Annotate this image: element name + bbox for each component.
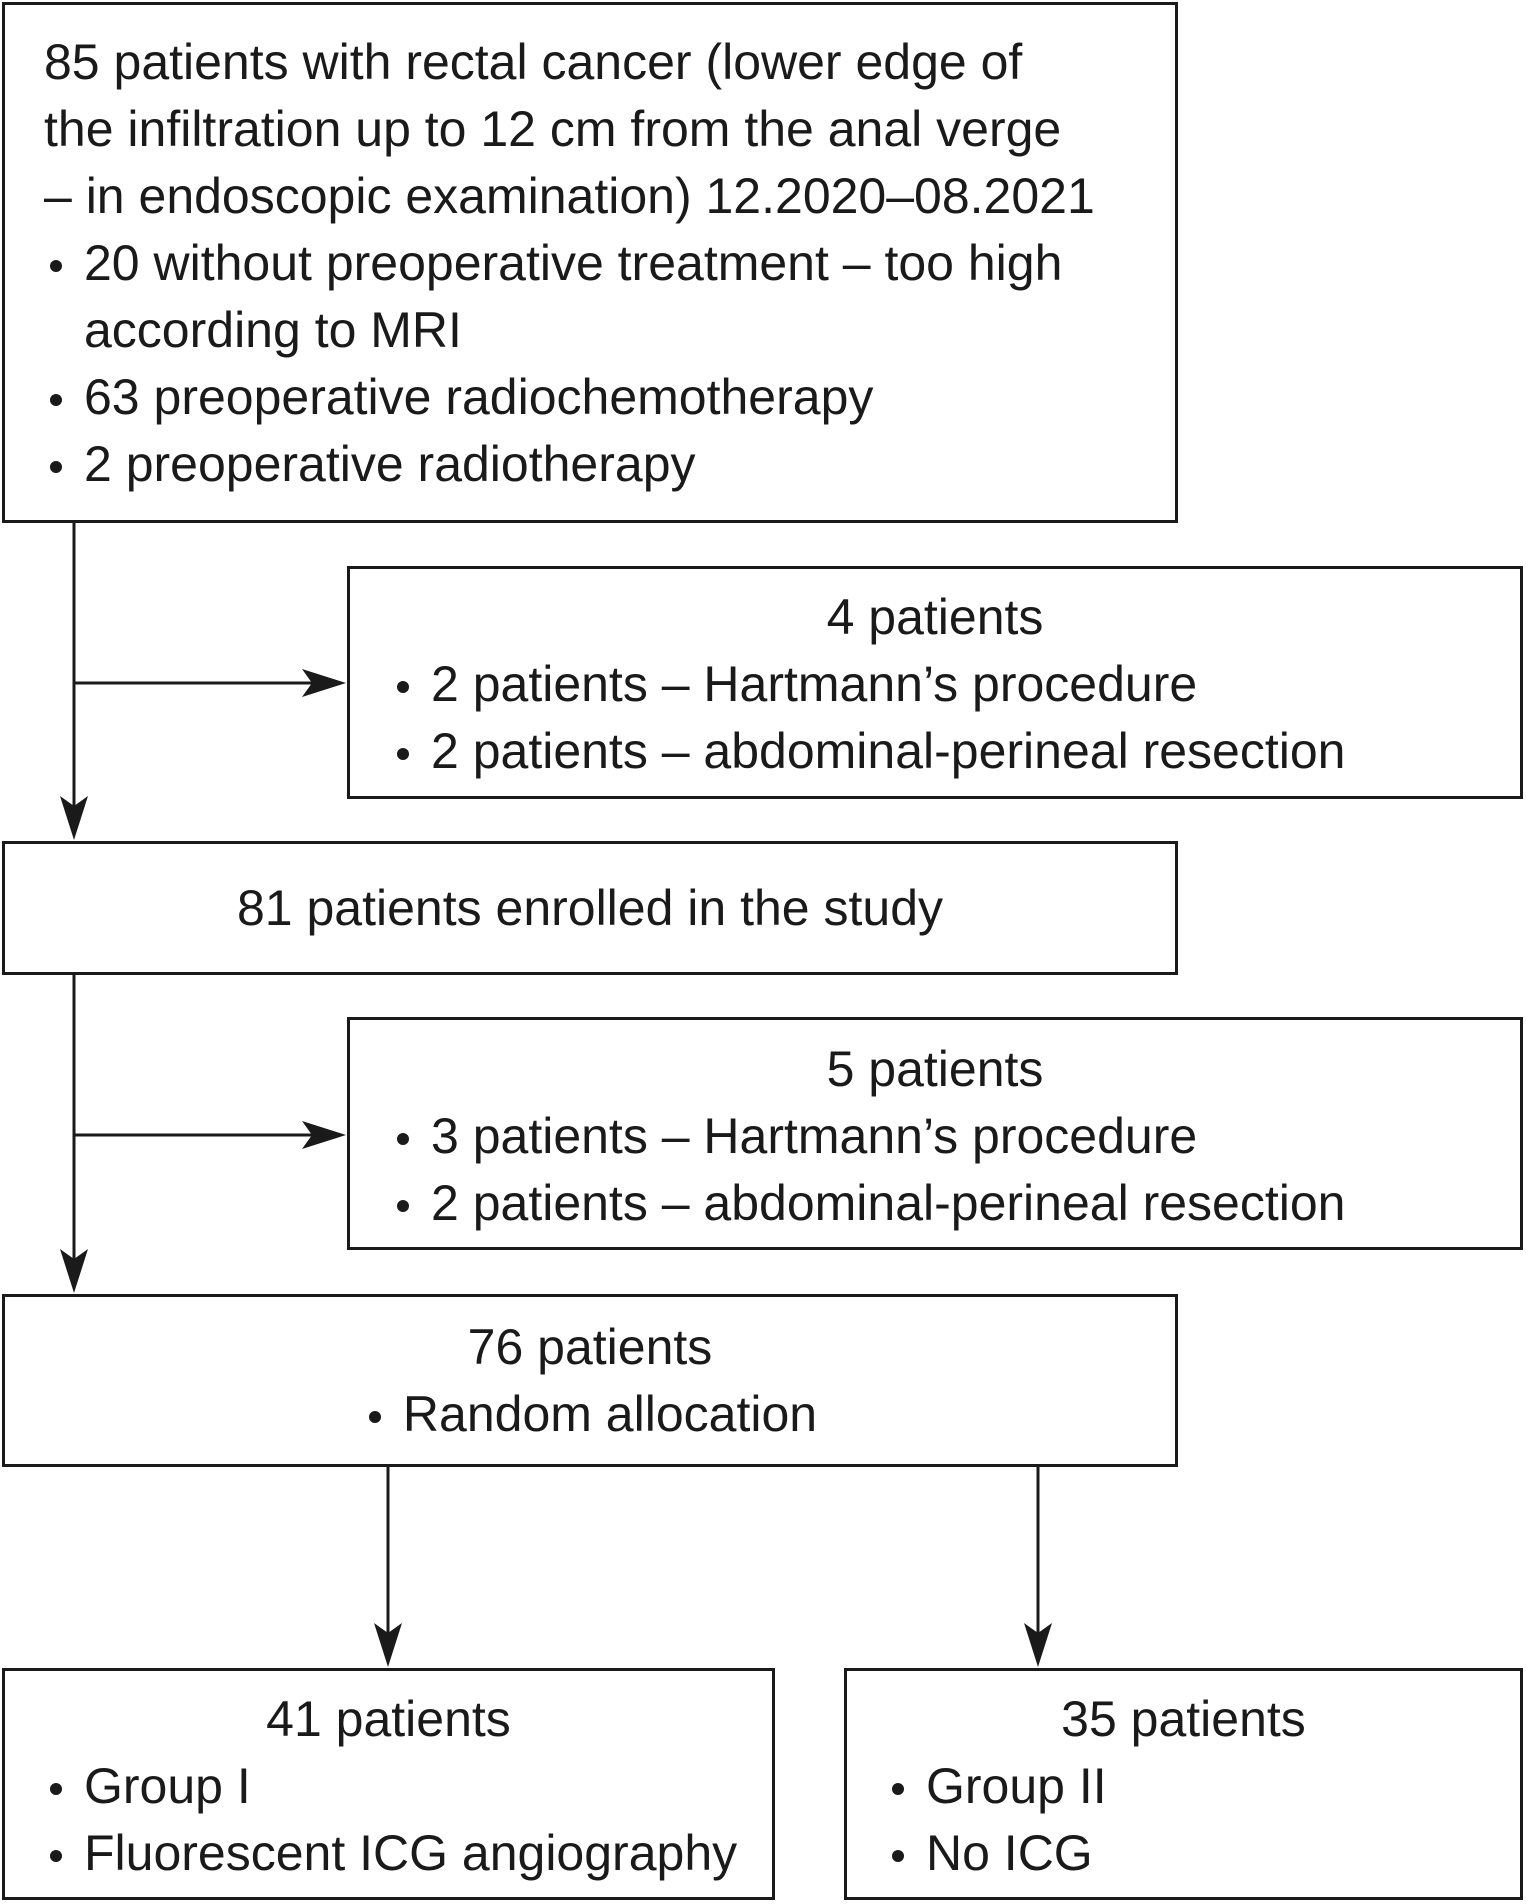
list-item-text: 2 preoperative radiotherapy <box>84 436 696 492</box>
bullet-icon <box>397 1133 409 1145</box>
group-2-box: 35 patients Group II No ICG <box>844 1668 1523 1900</box>
list-item-text: 20 without preoperative treatment – too … <box>84 235 1063 358</box>
bullet-list: Group I Fluorescent ICG angiography <box>5 1753 772 1887</box>
bullet-icon <box>892 1850 904 1862</box>
list-item: Fluorescent ICG angiography <box>44 1820 772 1887</box>
excluded-patients-box-2: 5 patients 3 patients – Hartmann’s proce… <box>347 1017 1523 1250</box>
randomized-patients-box: 76 patients Random allocation <box>2 1294 1178 1467</box>
list-item-text: Random allocation <box>402 1386 818 1442</box>
bullet-list: 2 patients – Hartmann’s procedure 2 pati… <box>350 651 1520 785</box>
box-title: 4 patients <box>826 589 1044 645</box>
enrolled-patients-box: 81 patients enrolled in the study <box>2 841 1178 975</box>
list-item: Random allocation <box>363 1381 817 1448</box>
bullet-list: Group II No ICG <box>847 1753 1520 1887</box>
screened-description-line: the infiltration up to 12 cm from the an… <box>44 101 1062 157</box>
list-item: Group I <box>44 1753 772 1820</box>
arrowhead-down-icon <box>1024 1623 1052 1667</box>
list-item-text: Group I <box>84 1758 251 1814</box>
bullet-list: 3 patients – Hartmann’s procedure 2 pati… <box>350 1103 1520 1237</box>
bullet-icon <box>397 1200 409 1212</box>
arrowhead-down-icon <box>60 1249 88 1293</box>
excluded-patients-box-1: 4 patients 2 patients – Hartmann’s proce… <box>347 566 1523 799</box>
list-item-text: No ICG <box>926 1825 1093 1881</box>
group-1-box: 41 patients Group I Fluorescent ICG angi… <box>2 1668 775 1900</box>
list-item: 2 preoperative radiotherapy <box>44 431 1155 498</box>
screened-description-line: 85 patients with rectal cancer (lower ed… <box>44 34 1023 90</box>
list-item: 63 preoperative radiochemotherapy <box>44 364 1155 431</box>
box-title: 41 patients <box>266 1691 511 1747</box>
list-item: Group II <box>886 1753 1520 1820</box>
list-item: No ICG <box>886 1820 1520 1887</box>
bullet-icon <box>368 1411 381 1423</box>
list-item: 2 patients – abdominal-perineal resectio… <box>391 1170 1520 1237</box>
list-item: 2 patients – abdominal-perineal resectio… <box>391 718 1520 785</box>
bullet-icon <box>50 394 62 406</box>
list-item: 2 patients – Hartmann’s procedure <box>391 651 1520 718</box>
list-item-text: 3 patients – Hartmann’s procedure <box>431 1108 1198 1164</box>
box-title: 5 patients <box>826 1041 1044 1097</box>
bullet-icon <box>50 461 62 473</box>
arrowhead-down-icon <box>374 1623 402 1667</box>
box-title: 76 patients <box>467 1319 713 1375</box>
arrowhead-right-icon <box>302 669 346 697</box>
box-title: 35 patients <box>1061 1691 1306 1747</box>
list-item-text: 63 preoperative radiochemotherapy <box>84 369 874 425</box>
list-item-text: 2 patients – abdominal-perineal resectio… <box>431 723 1346 779</box>
bullet-icon <box>397 748 409 760</box>
list-item: 3 patients – Hartmann’s procedure <box>391 1103 1520 1170</box>
screened-patients-box: 85 patients with rectal cancer (lower ed… <box>2 2 1178 523</box>
bullet-icon <box>50 1783 62 1795</box>
bullet-icon <box>50 260 62 272</box>
bullet-icon <box>397 681 409 693</box>
list-item-text: 2 patients – abdominal-perineal resectio… <box>431 1175 1346 1231</box>
arrowhead-right-icon <box>302 1121 346 1149</box>
list-item-text: 2 patients – Hartmann’s procedure <box>431 656 1198 712</box>
bullet-icon <box>892 1783 904 1795</box>
list-item: 20 without preoperative treatment – too … <box>44 230 1155 364</box>
bullet-icon <box>50 1850 62 1862</box>
arrowhead-down-icon <box>60 796 88 840</box>
list-item-text: Fluorescent ICG angiography <box>84 1825 738 1881</box>
screened-description-line: – in endoscopic examination) 12.2020–08.… <box>44 168 1095 224</box>
box-title: 81 patients enrolled in the study <box>236 879 944 936</box>
list-item-text: Group II <box>926 1758 1107 1814</box>
